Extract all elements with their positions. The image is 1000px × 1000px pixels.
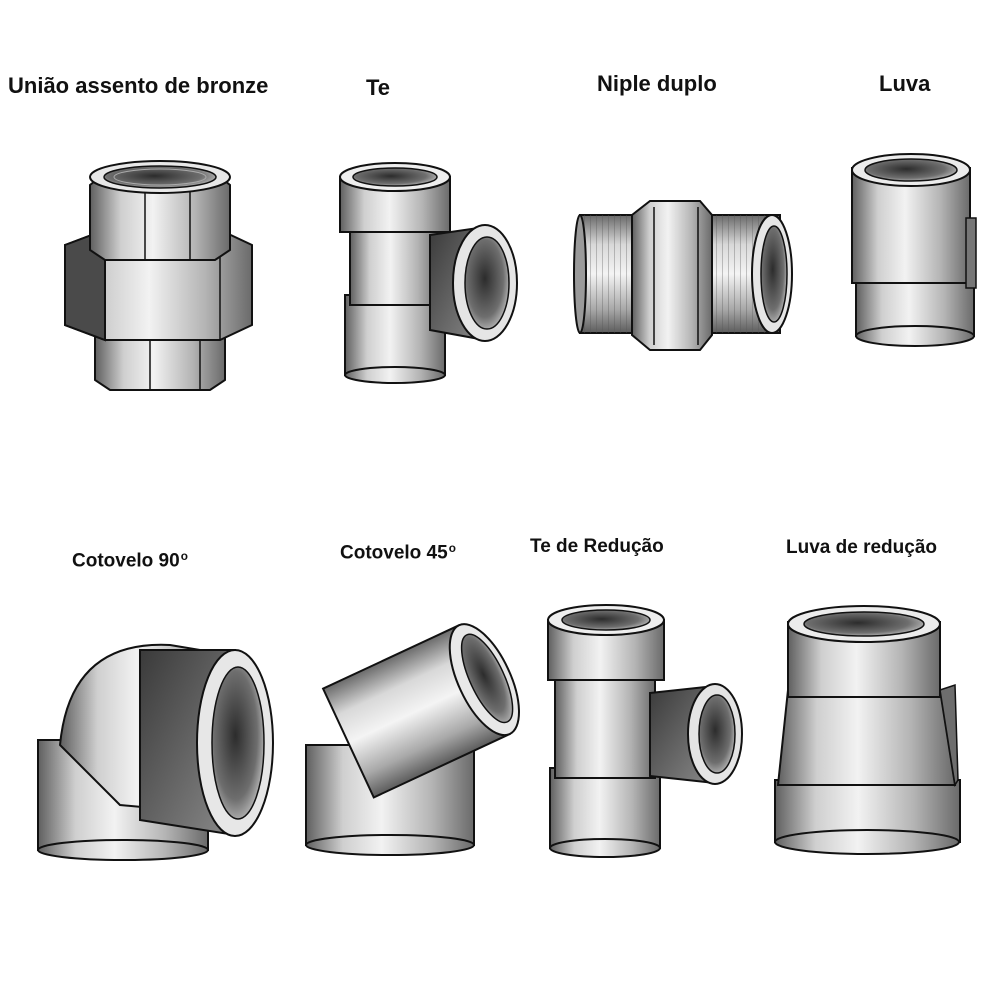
union-fitting-icon (64, 160, 253, 391)
fitting-label-elbow-90: Cotovelo 90o (72, 550, 188, 572)
fitting-label-reducing-tee: Te de Redução (530, 536, 664, 557)
elbow-45-text: Cotovelo 45 (340, 542, 448, 564)
fitting-label-union: União assento de bronze (8, 73, 269, 98)
fitting-label-reducing-coupling: Luva de redução (786, 537, 937, 558)
fitting-label-double-nipple: Niple duplo (597, 71, 717, 96)
reducing-tee-icon (547, 604, 743, 858)
double-nipple-icon (573, 200, 793, 351)
tee-fitting-icon (339, 162, 518, 384)
coupling-icon (851, 153, 977, 347)
degree-mark: o (448, 542, 456, 555)
elbow-90-icon (37, 643, 274, 861)
fitting-label-tee: Te (366, 75, 391, 100)
elbow-45-icon (305, 623, 520, 856)
elbow-90-text: Cotovelo 90 (72, 550, 180, 572)
degree-mark: o (180, 550, 188, 563)
fitting-label-elbow-45: Cotovelo 45o (340, 542, 456, 564)
reducing-coupling-icon (774, 605, 961, 855)
fitting-label-coupling: Luva (879, 71, 931, 96)
